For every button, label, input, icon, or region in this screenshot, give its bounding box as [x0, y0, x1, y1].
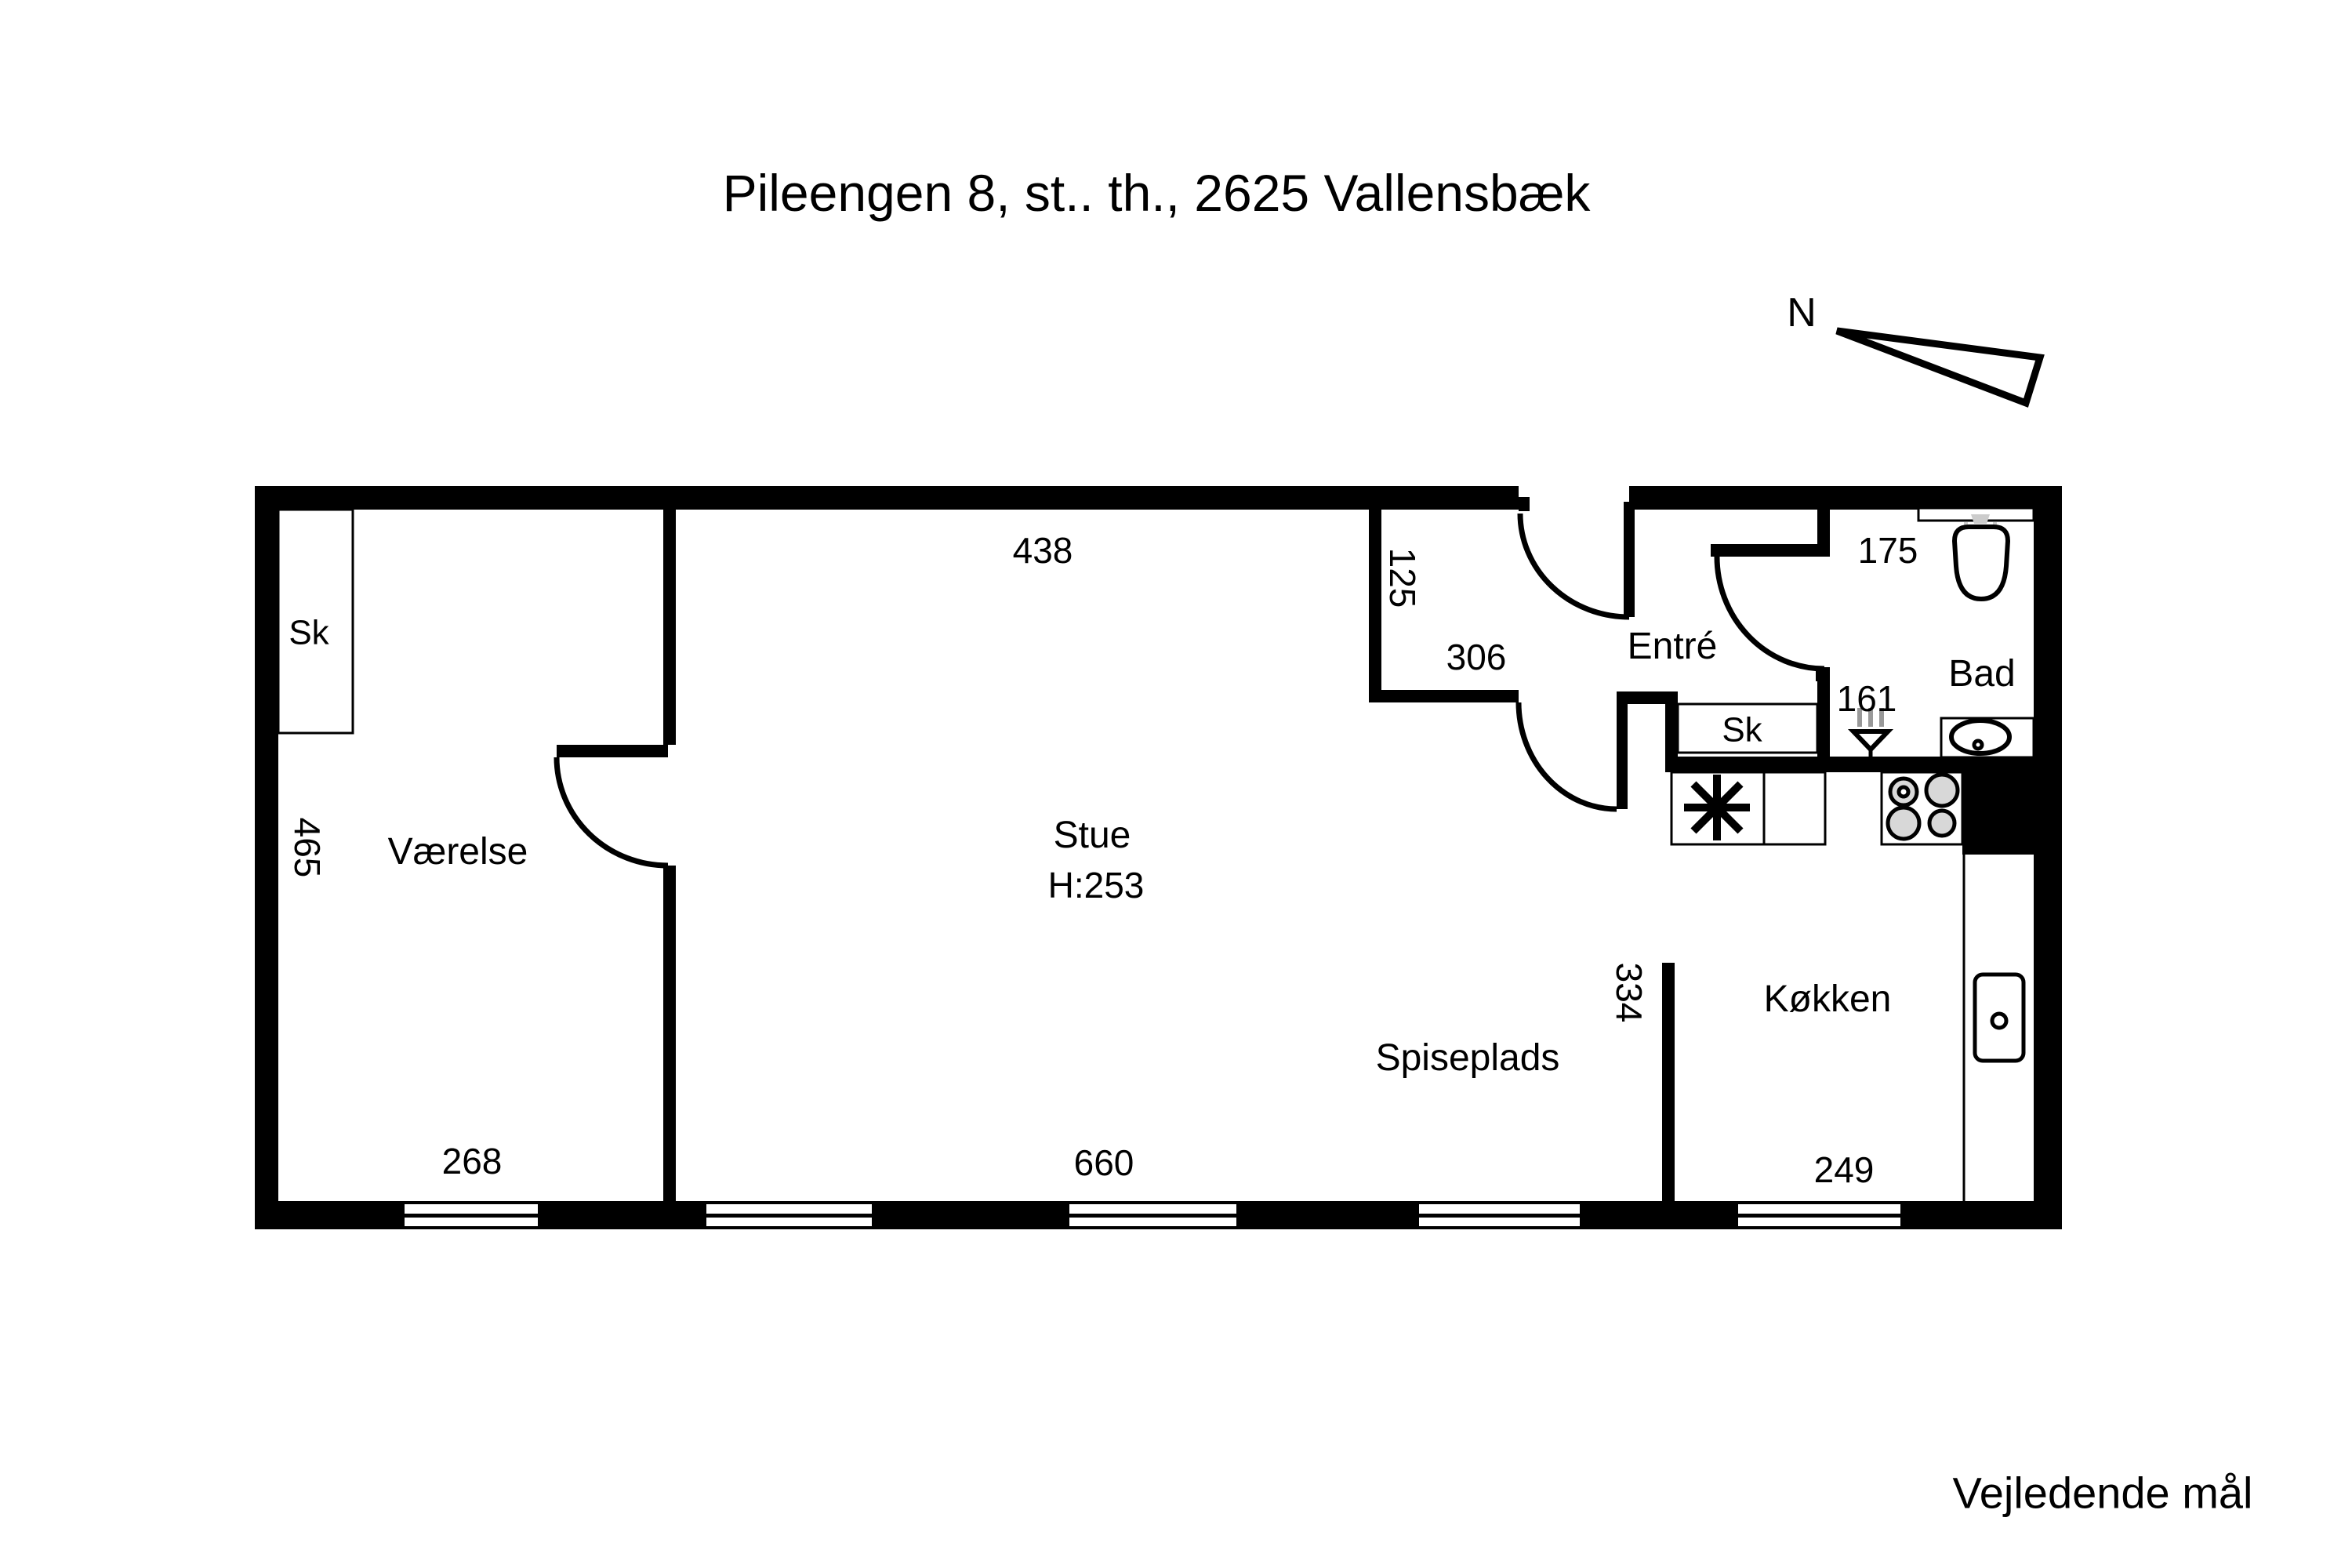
shower-drain-icon — [1847, 708, 1894, 757]
door-bad — [1714, 556, 1830, 681]
door-leaf — [1617, 691, 1628, 809]
wall-top-left — [255, 486, 1519, 510]
wall-left — [255, 486, 278, 1229]
dim-660: 660 — [1074, 1142, 1134, 1183]
door-swing-arc — [1714, 556, 1825, 672]
dim-125: 125 — [1382, 548, 1423, 608]
window-stue-1 — [706, 1204, 872, 1226]
dim-438: 438 — [1013, 530, 1073, 571]
wall-closet-left — [1665, 691, 1678, 772]
door-swing-arc — [1515, 702, 1617, 812]
appliance-asterisk-icon — [1684, 775, 1750, 840]
bathroom-sink-icon — [1940, 717, 2035, 759]
window-vaerelse — [405, 1204, 538, 1226]
door-leaf — [557, 745, 668, 757]
duct-block — [1962, 772, 2034, 855]
wall-vaerelse-stue-lower — [663, 866, 676, 1201]
wall-closet-top-stub — [1617, 691, 1678, 704]
stove-icon — [1880, 771, 1964, 846]
dim-465: 465 — [287, 818, 328, 878]
north-arrow-icon — [1835, 327, 2045, 408]
wall-vaerelse-stue-upper — [663, 510, 676, 745]
door-entrance — [1517, 497, 1635, 620]
bad-door-leaf — [1711, 544, 1830, 557]
dim-334: 334 — [1609, 963, 1650, 1023]
room-stue-height-label: H:253 — [1048, 865, 1145, 906]
door-hinge-stub — [1519, 497, 1530, 511]
door-hinge-stub — [1816, 667, 1830, 681]
wall-right — [2034, 486, 2062, 1229]
kitchen-sink-icon — [1973, 972, 2026, 1063]
door-swing-arc — [1517, 513, 1630, 620]
plan-title: Pileengen 8, st.. th., 2625 Vallensbæk — [723, 164, 1592, 222]
closet-vaerelse-label: Sk — [289, 613, 329, 652]
window-koekken — [1738, 1204, 1900, 1226]
room-vaerelse-label: Værelse — [388, 831, 528, 873]
room-spiseplads-label: Spiseplads — [1376, 1037, 1560, 1079]
door-swing-arc — [554, 757, 669, 869]
room-koekken-label: Køkken — [1764, 978, 1892, 1020]
dim-175: 175 — [1858, 530, 1918, 571]
north-label: N — [1787, 290, 1817, 336]
wall-bad-west — [1817, 669, 1830, 772]
closet-vaerelse-box — [277, 508, 354, 735]
toilet-icon — [1951, 514, 2011, 602]
closet-entre-box — [1676, 702, 1819, 754]
door-leaf — [1624, 502, 1635, 617]
wall-top-right — [1629, 486, 2062, 510]
dim-268: 268 — [442, 1141, 503, 1181]
compass: N — [1787, 290, 2045, 408]
door-entre-stue — [1515, 691, 1628, 812]
wall-306 — [1369, 690, 1519, 702]
room-stue-label: Stue — [1054, 815, 1131, 856]
window-stue-2 — [1069, 1204, 1236, 1226]
closet-entre-label: Sk — [1722, 710, 1762, 749]
dim-161: 161 — [1837, 678, 1897, 719]
wall-niche-vertical — [1369, 510, 1381, 702]
door-vaerelse — [554, 745, 669, 869]
counter-unit-2 — [1762, 771, 1827, 846]
room-bad-label: Bad — [1948, 653, 2015, 695]
dim-249: 249 — [1814, 1149, 1875, 1190]
dim-306: 306 — [1446, 637, 1507, 677]
disclaimer-note: Vejledende mål — [1953, 1468, 2253, 1518]
wall-koekken-north — [1665, 757, 2034, 772]
window-spiseplads — [1419, 1204, 1580, 1226]
wall-334 — [1662, 963, 1675, 1204]
room-entre-label: Entré — [1628, 626, 1718, 667]
